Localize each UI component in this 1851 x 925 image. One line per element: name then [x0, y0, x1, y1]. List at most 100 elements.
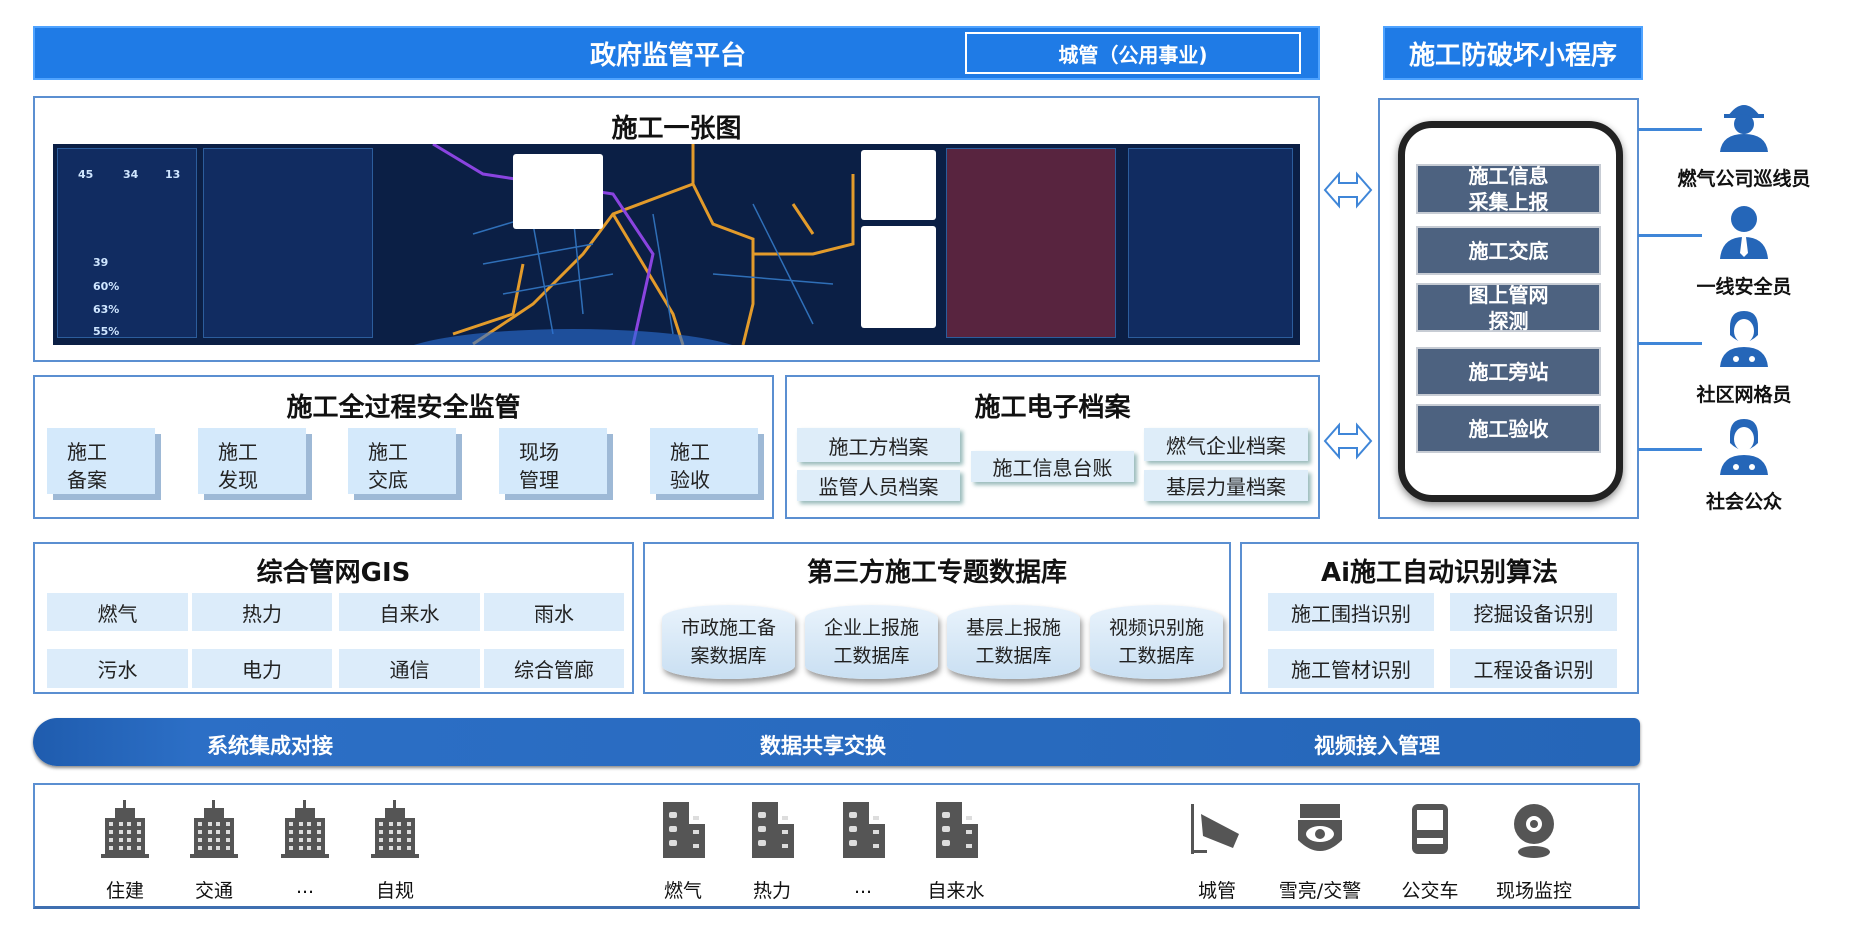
line2: 交底 — [368, 468, 408, 492]
archive-grassroots[interactable]: 基层力量档案 — [1144, 470, 1308, 501]
stat-2: 34 — [123, 168, 139, 181]
dome-camera-icon — [1298, 804, 1342, 851]
dashboard-table-panel — [203, 148, 373, 338]
source-label: 现场监控 — [1495, 880, 1572, 902]
gis-utility-tunnel[interactable]: 综合管廊 — [484, 649, 624, 688]
gis-rain[interactable]: 雨水 — [484, 593, 624, 631]
miniapp-title: 施工防破坏小程序 — [1408, 40, 1617, 71]
archive-contractor[interactable]: 施工方档案 — [797, 428, 960, 462]
archive-ledger[interactable]: 施工信息台账 — [971, 451, 1134, 482]
process-item-briefing[interactable]: 施工交底 — [348, 428, 456, 494]
ai-title: Ai施工自动识别算法 — [1320, 558, 1559, 588]
miniapp-item-briefing[interactable]: 施工交底 — [1416, 226, 1601, 275]
city-management-tag[interactable]: 城管（公用事业) — [965, 32, 1301, 74]
process-item-discovery[interactable]: 施工发现 — [198, 428, 306, 494]
pct-1: 39 — [93, 256, 109, 269]
gis-power[interactable]: 电力 — [192, 649, 332, 688]
archive-gas-company[interactable]: 燃气企业档案 — [1144, 428, 1308, 461]
archive-supervisor[interactable]: 监管人员档案 — [797, 470, 960, 501]
worker-helmet-icon — [1720, 105, 1768, 152]
archive-title: 施工电子档案 — [974, 393, 1131, 423]
stat-3: 13 — [165, 168, 181, 181]
gis-heat[interactable]: 热力 — [192, 593, 332, 631]
gis-telecom[interactable]: 通信 — [339, 649, 480, 688]
connector-line — [1638, 234, 1702, 237]
line2: 管理 — [519, 468, 559, 492]
miniapp-item-pipe-detect[interactable]: 图上管网探测 — [1416, 282, 1601, 333]
gis-gas[interactable]: 燃气 — [47, 593, 188, 631]
line1: 企业上报施 — [823, 617, 919, 639]
band-video-access: 视频接入管理 — [1314, 734, 1440, 758]
line1: 施工信息 — [1468, 164, 1549, 188]
line1: 视频识别施 — [1108, 617, 1204, 639]
miniapp-header: 施工防破坏小程序 — [1383, 26, 1643, 80]
process-item-acceptance[interactable]: 施工验收 — [650, 428, 758, 494]
office-building-icon — [281, 800, 329, 858]
process-item-filing[interactable]: 施工备案 — [47, 428, 155, 494]
source-label: ... — [853, 876, 873, 898]
db-grassroots[interactable]: 基层上报施工数据库 — [947, 605, 1080, 679]
construction-map-title: 施工一张图 — [611, 114, 742, 144]
ai-fence[interactable]: 施工围挡识别 — [1268, 593, 1434, 631]
building-icon — [752, 802, 794, 858]
webcam-icon — [1514, 804, 1554, 858]
line1: 施工 — [218, 440, 258, 464]
db-enterprise[interactable]: 企业上报施工数据库 — [805, 605, 938, 679]
dashboard-alert-panel — [946, 148, 1116, 338]
connector-line — [1638, 448, 1702, 451]
dashboard-screenshot[interactable]: 45 34 13 39 60% 63% 55% — [53, 144, 1300, 345]
line1: 现场 — [519, 440, 559, 464]
line2: 发现 — [218, 468, 258, 492]
connector-line — [1638, 128, 1702, 131]
camera-icon — [1191, 804, 1239, 854]
ai-equipment[interactable]: 工程设备识别 — [1450, 649, 1617, 688]
dashboard-left-panel — [57, 148, 197, 338]
line1: 施工 — [368, 440, 408, 464]
line2: 采集上报 — [1468, 190, 1549, 214]
gov-platform-title: 政府监管平台 — [590, 40, 747, 71]
info-card-1 — [861, 150, 936, 220]
role-grid-worker: 社区网格员 — [1696, 384, 1792, 406]
role-gas-patrol: 燃气公司巡线员 — [1677, 168, 1811, 190]
integration-band — [33, 718, 1640, 766]
line2: 备案 — [67, 468, 107, 492]
db-municipal[interactable]: 市政施工备案数据库 — [662, 605, 795, 679]
process-title: 施工全过程安全监管 — [286, 393, 521, 423]
line1: 施工 — [670, 440, 710, 464]
line2: 工数据库 — [975, 645, 1052, 667]
safety-officer-icon — [1720, 206, 1768, 259]
gis-sewage[interactable]: 污水 — [47, 649, 188, 688]
source-label: 交通 — [194, 880, 233, 902]
miniapp-item-onsite[interactable]: 施工旁站 — [1416, 347, 1601, 396]
pct-3: 63% — [93, 303, 120, 316]
ai-excavator[interactable]: 挖掘设备识别 — [1450, 593, 1617, 631]
db-video[interactable]: 视频识别施工数据库 — [1090, 605, 1223, 679]
office-building-icon — [190, 800, 238, 858]
line2: 工数据库 — [833, 645, 910, 667]
double-arrow-icon — [1323, 171, 1373, 209]
ai-pipe[interactable]: 施工管材识别 — [1268, 649, 1434, 688]
source-label: 热力 — [752, 880, 791, 902]
building-icon — [843, 802, 885, 858]
city-management-label: 城管（公用事业) — [1058, 42, 1208, 67]
miniapp-item-acceptance[interactable]: 施工验收 — [1416, 404, 1601, 453]
dashboard-right-panel — [1128, 148, 1293, 338]
line2: 验收 — [670, 468, 710, 492]
miniapp-item-report[interactable]: 施工信息采集上报 — [1416, 164, 1601, 214]
office-building-icon — [101, 800, 149, 858]
info-card-2 — [861, 226, 936, 328]
map-popup — [513, 154, 603, 229]
process-item-site-management[interactable]: 现场管理 — [499, 428, 607, 494]
gis-title: 综合管网GIS — [256, 558, 411, 588]
line2: 工数据库 — [1118, 645, 1195, 667]
gov-platform-header: 政府监管平台 — [33, 26, 1320, 80]
band-system-integration: 系统集成对接 — [207, 734, 333, 758]
bus-icon — [1412, 804, 1448, 854]
source-label: 自来水 — [927, 880, 985, 902]
line1: 图上管网 — [1468, 282, 1549, 307]
role-safety-officer: 一线安全员 — [1696, 276, 1792, 298]
band-data-sharing: 数据共享交换 — [760, 734, 886, 758]
double-arrow-icon — [1323, 422, 1373, 460]
line1: 施工 — [67, 440, 107, 464]
gis-water[interactable]: 自来水 — [339, 593, 480, 631]
